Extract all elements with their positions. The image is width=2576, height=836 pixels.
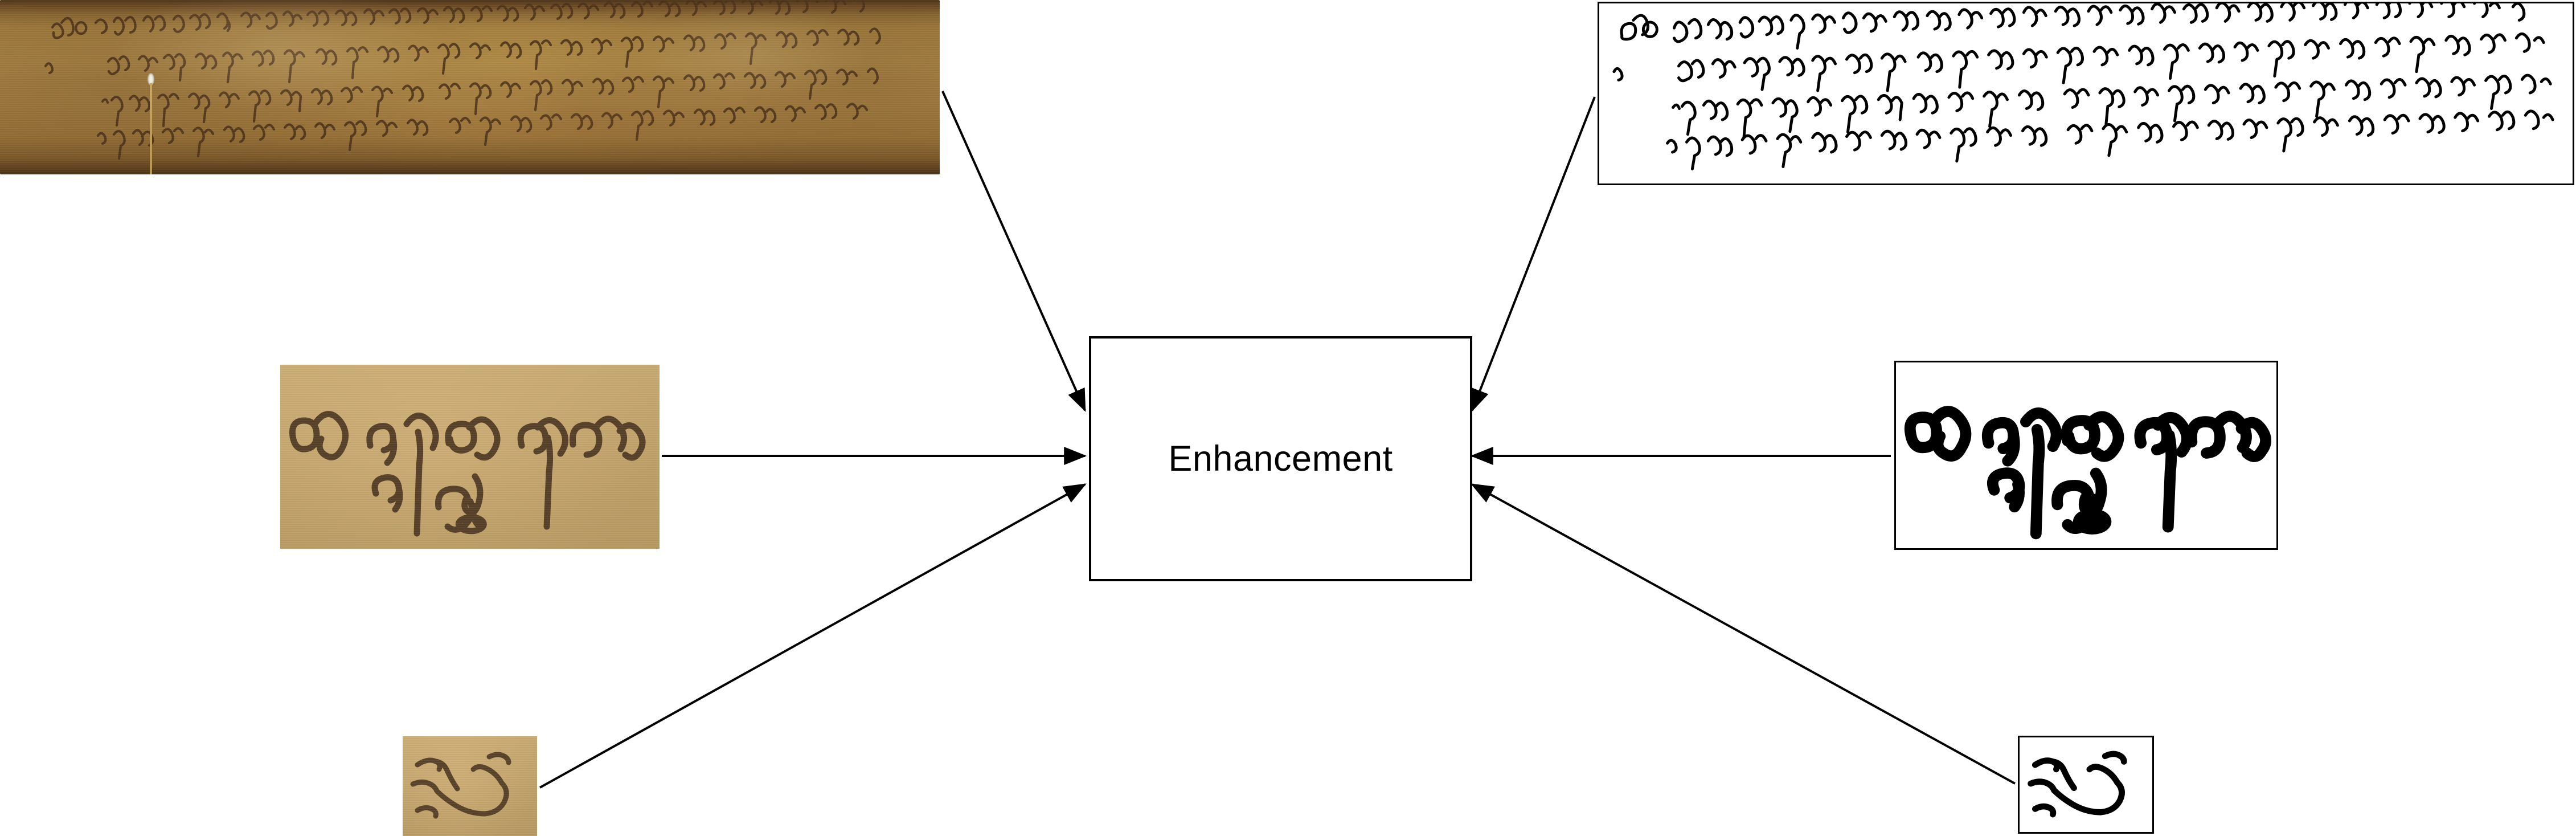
word-crop-enhanced-script: [1904, 406, 2272, 540]
palm-leaf-binding-hole: [148, 73, 154, 85]
palm-leaf-binding-string: [150, 83, 152, 174]
enhancement-process-box[interactable]: Enhancement: [1089, 336, 1472, 581]
palm-leaf-original-script: [44, 0, 881, 160]
arrow-box-to-leaf: [1471, 96, 1596, 412]
arrow-leaf-to-box: [941, 91, 1086, 412]
word-crop-original-image: [280, 365, 660, 549]
palm-leaf-original-image: [0, 0, 940, 174]
enhancement-label: Enhancement: [1168, 439, 1393, 479]
character-crop-original-script: [410, 752, 511, 819]
character-crop-enhanced-script: [2028, 751, 2127, 818]
character-crop-enhanced-image: [2018, 736, 2154, 834]
word-crop-enhanced-image: [1894, 361, 2278, 550]
word-crop-original-script: [289, 411, 646, 537]
palm-leaf-enhanced-script: [1612, 3, 2554, 170]
character-crop-original-image: [403, 736, 537, 836]
palm-leaf-enhanced-image: [1598, 2, 2574, 185]
